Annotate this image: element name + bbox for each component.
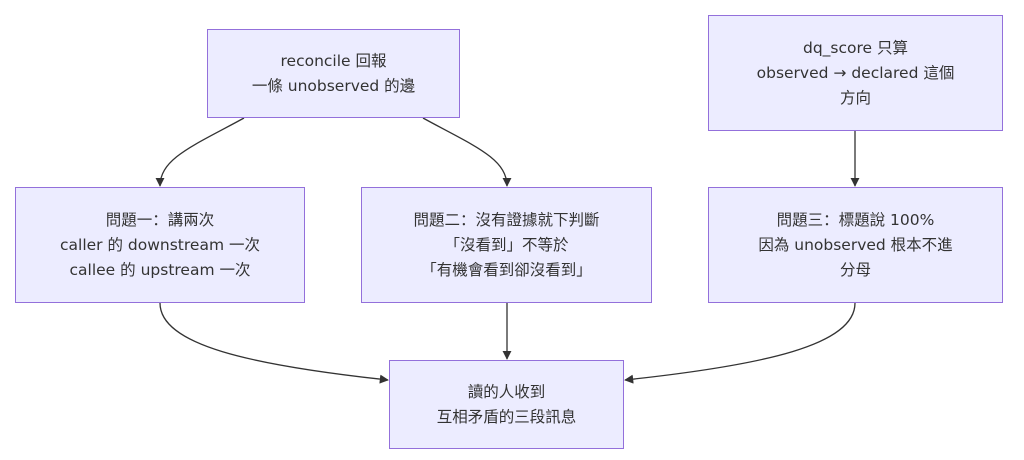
node-text-line: 問題二：沒有證據就下判斷 (413, 210, 600, 229)
node-text-line: caller 的 downstream 一次 (60, 235, 260, 254)
node-issue-one: 問題一：講兩次 caller 的 downstream 一次 callee 的 … (15, 187, 305, 303)
node-text-line: 分母 (839, 260, 871, 279)
node-reader-receives: 讀的人收到 互相矛盾的三段訊息 (389, 360, 624, 449)
node-text-line: observed → declared 這個 (756, 63, 955, 82)
edge-issue-three-to-reader (624, 302, 856, 384)
edge-issue-one-to-reader (159, 302, 389, 384)
node-issue-three: 問題三：標題說 100% 因為 unobserved 根本不進 分母 (708, 187, 1003, 303)
node-text-line: 問題一：講兩次 (105, 210, 215, 229)
node-text-line: 互相矛盾的三段訊息 (436, 407, 577, 426)
node-text-line: callee 的 upstream 一次 (69, 260, 251, 279)
node-text-line: reconcile 回報 (280, 51, 387, 70)
edge-reconcile-to-issue-one (155, 117, 245, 187)
node-text-line: dq_score 只算 (802, 38, 908, 57)
edge-reconcile-to-issue-two (422, 117, 512, 187)
node-text-line: 讀的人收到 (467, 382, 546, 401)
node-text-line: 因為 unobserved 根本不進 (758, 235, 953, 254)
node-issue-two: 問題二：沒有證據就下判斷 「沒看到」不等於 「有機會看到卻沒看到」 (361, 187, 652, 303)
node-reconcile-report: reconcile 回報 一條 unobserved 的邊 (207, 29, 460, 118)
node-text-line: 「有機會看到卻沒看到」 (421, 260, 592, 279)
node-text-line: 方向 (839, 88, 871, 107)
node-text-line: 一條 unobserved 的邊 (251, 76, 416, 95)
node-text-line: 「沒看到」不等於 (444, 235, 569, 254)
node-dq-score-direction: dq_score 只算 observed → declared 這個 方向 (708, 15, 1003, 131)
node-text-line: 問題三：標題說 100% (776, 210, 935, 229)
